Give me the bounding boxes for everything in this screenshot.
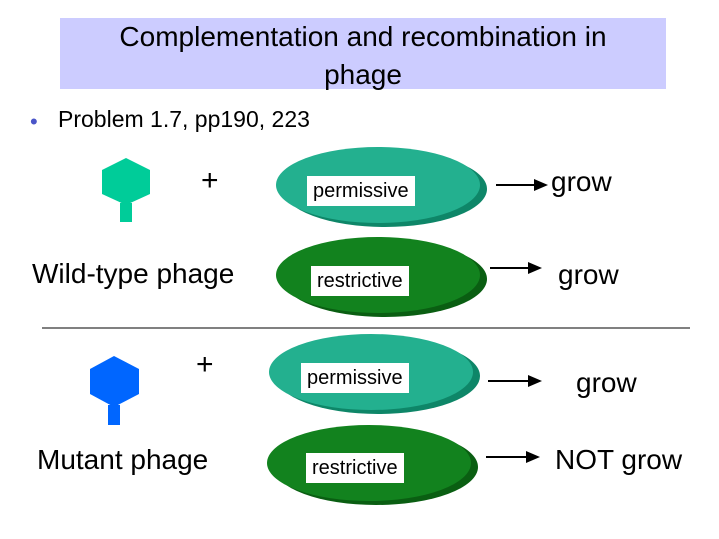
wildtype-permissive-label: permissive — [307, 176, 415, 206]
wildtype-phage-icon — [102, 158, 150, 222]
mutant-phage-icon — [90, 356, 139, 425]
arrow-icon — [488, 375, 542, 387]
arrow-icon — [496, 179, 548, 191]
mutant-restrictive-label: restrictive — [306, 453, 404, 483]
wildtype-restrictive-result: grow — [558, 259, 619, 290]
wildtype-permissive-result: grow — [551, 166, 612, 197]
wildtype-plus-sign: + — [201, 164, 219, 197]
mutant-phage-label: Mutant phage — [37, 444, 209, 475]
title-line-2: phage — [324, 59, 402, 90]
wildtype-restrictive-label: restrictive — [311, 266, 409, 296]
arrow-icon — [486, 451, 540, 463]
mutant-permissive-result: grow — [576, 367, 637, 398]
mutant-permissive-label: permissive — [301, 363, 409, 393]
bullet-text: Problem 1.7, pp190, 223 — [58, 106, 310, 132]
slide-title: Complementation and recombination in pha… — [60, 18, 666, 94]
title-line-1: Complementation and recombination in — [119, 21, 607, 52]
arrow-icon — [490, 262, 542, 274]
wildtype-phage-label: Wild-type phage — [32, 258, 235, 289]
mutant-plus-sign: + — [196, 348, 214, 381]
mutant-restrictive-result: NOT grow — [555, 444, 683, 475]
title-banner: Complementation and recombination in pha… — [60, 18, 666, 90]
bullet-symbol: • — [30, 109, 38, 134]
